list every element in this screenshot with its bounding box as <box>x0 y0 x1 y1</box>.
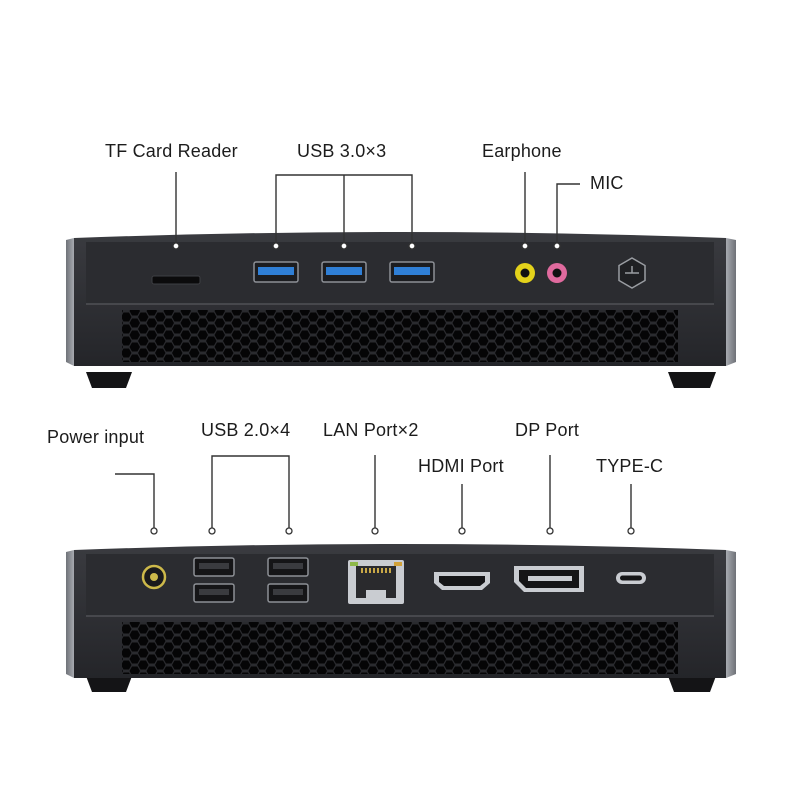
hdmi-port <box>434 572 490 590</box>
front-side-left <box>66 238 74 366</box>
label-usb20: USB 2.0×4 <box>201 420 291 440</box>
usb30-port-3 <box>389 261 435 283</box>
front-foot-left <box>86 372 132 388</box>
mic-jack <box>547 263 567 283</box>
label-hdmi: HDMI Port <box>418 456 504 476</box>
earphone-jack <box>515 263 535 283</box>
rear-leader-dots <box>150 527 635 535</box>
label-mic: MIC <box>590 173 624 193</box>
front-leader-dots <box>172 242 561 250</box>
power-button-icon <box>618 257 646 289</box>
rear-foot-left <box>86 676 132 692</box>
label-typec: TYPE-C <box>596 456 664 476</box>
usb-typec-port <box>616 572 646 584</box>
dp-port <box>514 566 584 592</box>
usb20-port-2 <box>193 583 235 603</box>
rear-leader-lines <box>115 455 632 528</box>
usb20-port-3 <box>267 557 309 577</box>
front-side-right <box>726 238 736 366</box>
lan-port <box>348 560 404 604</box>
label-dp: DP Port <box>515 420 580 440</box>
rear-side-right <box>726 550 736 678</box>
rear-side-left <box>66 550 74 678</box>
rear-foot-right <box>668 676 716 692</box>
dc-power-jack <box>141 564 167 590</box>
usb20-port-4 <box>267 583 309 603</box>
rear-device <box>66 544 736 692</box>
front-device <box>66 232 736 388</box>
label-usb30: USB 3.0×3 <box>297 141 387 161</box>
usb30-port-2 <box>321 261 367 283</box>
front-foot-right <box>668 372 716 388</box>
label-power-input: Power input <box>47 427 145 447</box>
label-lan: LAN Port×2 <box>323 420 419 440</box>
usb30-port-1 <box>253 261 299 283</box>
front-leader-lines <box>175 172 580 244</box>
label-tf-card-reader: TF Card Reader <box>105 141 238 161</box>
label-earphone: Earphone <box>482 141 562 161</box>
tf-card-slot <box>151 275 201 285</box>
usb20-port-1 <box>193 557 235 577</box>
